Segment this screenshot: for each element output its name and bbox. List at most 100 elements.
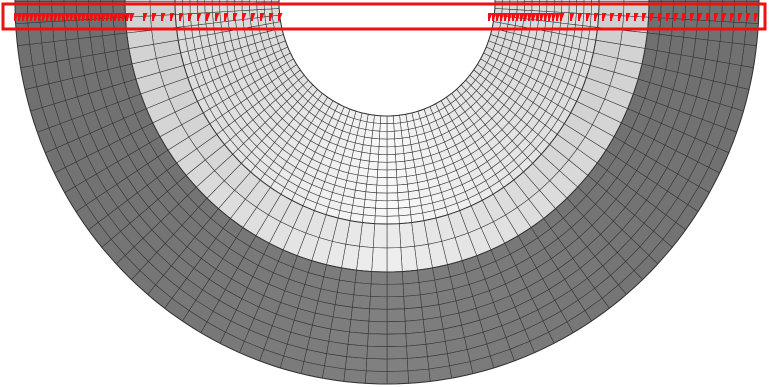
mesh-element[interactable] xyxy=(393,114,401,124)
mesh-element[interactable] xyxy=(399,113,408,124)
mesh-element[interactable] xyxy=(14,0,28,2)
mesh-element[interactable] xyxy=(379,123,388,132)
mesh-element[interactable] xyxy=(386,200,399,209)
mesh-element[interactable] xyxy=(219,0,228,2)
mesh-element[interactable] xyxy=(707,20,723,42)
mesh-element[interactable] xyxy=(399,222,415,248)
mesh-element[interactable] xyxy=(401,136,412,147)
selection-box[interactable] xyxy=(1,2,767,31)
mesh-element[interactable] xyxy=(386,130,395,140)
mesh-element[interactable] xyxy=(406,356,430,372)
mesh-element[interactable] xyxy=(51,0,65,2)
mesh-element[interactable] xyxy=(347,331,369,347)
mesh-element[interactable] xyxy=(241,0,250,2)
mesh-element[interactable] xyxy=(271,0,280,3)
mesh-element[interactable] xyxy=(386,283,404,298)
mesh-element[interactable] xyxy=(386,184,398,194)
mesh-element[interactable] xyxy=(404,307,424,322)
mesh-element[interactable] xyxy=(369,296,388,310)
mesh-element[interactable] xyxy=(386,247,403,273)
mesh-element[interactable] xyxy=(377,154,388,163)
mesh-element[interactable] xyxy=(15,22,30,47)
mesh-element[interactable] xyxy=(378,146,388,155)
mesh-element[interactable] xyxy=(380,115,388,124)
mesh-element[interactable] xyxy=(377,161,388,171)
mesh-element[interactable] xyxy=(393,130,403,140)
mesh-element[interactable] xyxy=(386,138,396,148)
mesh-element[interactable] xyxy=(396,176,408,186)
mesh-element[interactable] xyxy=(112,0,126,2)
mesh-element[interactable] xyxy=(363,199,377,209)
mesh-element[interactable] xyxy=(364,191,377,201)
mesh-element[interactable] xyxy=(376,177,388,186)
mesh-element[interactable] xyxy=(400,129,410,139)
mesh-element[interactable] xyxy=(400,246,418,272)
mesh-element[interactable] xyxy=(405,331,427,347)
mesh-element[interactable] xyxy=(372,223,388,249)
mesh-element[interactable] xyxy=(346,344,368,359)
mesh-element[interactable] xyxy=(371,130,381,140)
mesh-element[interactable] xyxy=(350,307,370,322)
mesh-element[interactable] xyxy=(386,296,405,310)
mesh-element[interactable] xyxy=(386,154,397,163)
mesh-element[interactable] xyxy=(256,0,265,3)
mesh-element[interactable] xyxy=(362,206,376,217)
mesh-element[interactable] xyxy=(386,207,400,217)
mesh-element[interactable] xyxy=(386,161,397,171)
mesh-element[interactable] xyxy=(395,153,406,163)
mesh-element[interactable] xyxy=(365,183,378,194)
mesh-element[interactable] xyxy=(372,122,381,132)
mesh-element[interactable] xyxy=(197,0,206,2)
mesh-element[interactable] xyxy=(353,282,372,297)
mesh-element[interactable] xyxy=(396,183,409,194)
mesh-element[interactable] xyxy=(386,192,399,202)
mesh-element[interactable] xyxy=(63,0,77,2)
mesh-element[interactable] xyxy=(386,115,394,124)
mesh-element[interactable] xyxy=(378,138,388,148)
mesh-element[interactable] xyxy=(371,247,388,273)
mesh-element[interactable] xyxy=(732,21,747,45)
mesh-element[interactable] xyxy=(351,294,371,310)
mesh-element[interactable] xyxy=(393,122,402,132)
mesh-element[interactable] xyxy=(396,168,407,178)
mesh-element[interactable] xyxy=(39,0,53,2)
mesh-element[interactable] xyxy=(744,22,759,47)
mesh-element[interactable] xyxy=(386,177,398,186)
mesh-element[interactable] xyxy=(368,153,379,163)
mesh-element[interactable] xyxy=(404,319,425,334)
mesh-element[interactable] xyxy=(367,320,388,335)
mesh-element[interactable] xyxy=(400,121,409,131)
mesh-element[interactable] xyxy=(226,0,235,2)
mesh-element[interactable] xyxy=(370,137,380,147)
mesh-element[interactable] xyxy=(366,345,388,360)
mesh-element[interactable] xyxy=(204,0,213,2)
mesh-element[interactable] xyxy=(27,21,42,45)
mesh-element[interactable] xyxy=(719,21,735,44)
mesh-element[interactable] xyxy=(370,271,388,285)
mesh-element[interactable] xyxy=(379,130,388,140)
mesh-element[interactable] xyxy=(182,0,191,2)
mesh-element[interactable] xyxy=(368,308,388,323)
mesh-element[interactable] xyxy=(51,20,67,42)
mesh-element[interactable] xyxy=(402,282,421,297)
mesh-element[interactable] xyxy=(386,169,397,178)
mesh-element[interactable] xyxy=(386,345,408,360)
mesh-element[interactable] xyxy=(386,271,404,285)
mesh-element[interactable] xyxy=(88,0,101,2)
mesh-element[interactable] xyxy=(375,192,388,202)
mesh-element[interactable] xyxy=(354,269,372,285)
mesh-element[interactable] xyxy=(386,358,409,372)
mesh-element[interactable] xyxy=(366,176,378,186)
mesh-element[interactable] xyxy=(189,0,198,2)
mesh-element[interactable] xyxy=(375,200,388,209)
mesh-element[interactable] xyxy=(386,223,402,249)
mesh-element[interactable] xyxy=(26,0,40,2)
mesh-element[interactable] xyxy=(367,168,378,178)
mesh-element[interactable] xyxy=(386,333,407,347)
mesh-element[interactable] xyxy=(386,308,406,323)
mesh-element[interactable] xyxy=(394,145,405,155)
mesh-element[interactable] xyxy=(369,145,380,155)
mesh-element[interactable] xyxy=(397,199,411,209)
